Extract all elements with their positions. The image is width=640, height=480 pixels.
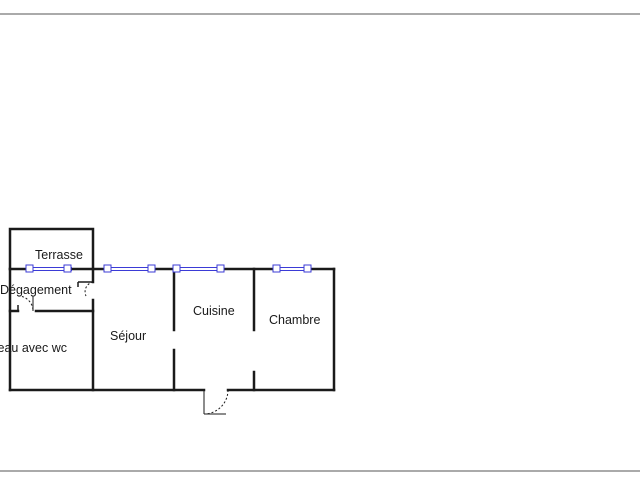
entrance-door (203, 389, 229, 415)
label-salle-eau: Salle d'eau avec wc (0, 341, 67, 355)
room-labels: Terrasse Dégagement Salle d'eau avec wc … (0, 248, 320, 355)
window-cuisine (172, 264, 225, 273)
window-chambre (272, 264, 312, 273)
windows (25, 264, 312, 273)
terrasse-wall (8, 227, 95, 271)
window-terrasse (25, 264, 72, 273)
label-terrasse: Terrasse (35, 248, 83, 262)
door-jambs (17, 281, 93, 311)
salle-eau-door (17, 295, 34, 312)
label-sejour: Séjour (110, 329, 146, 343)
label-degagement: Dégagement (0, 283, 72, 297)
doors (17, 281, 229, 415)
label-cuisine: Cuisine (193, 304, 235, 318)
degagement-door (84, 281, 94, 297)
label-chambre: Chambre (269, 313, 320, 327)
window-sejour (103, 264, 156, 273)
walls (8, 227, 336, 392)
